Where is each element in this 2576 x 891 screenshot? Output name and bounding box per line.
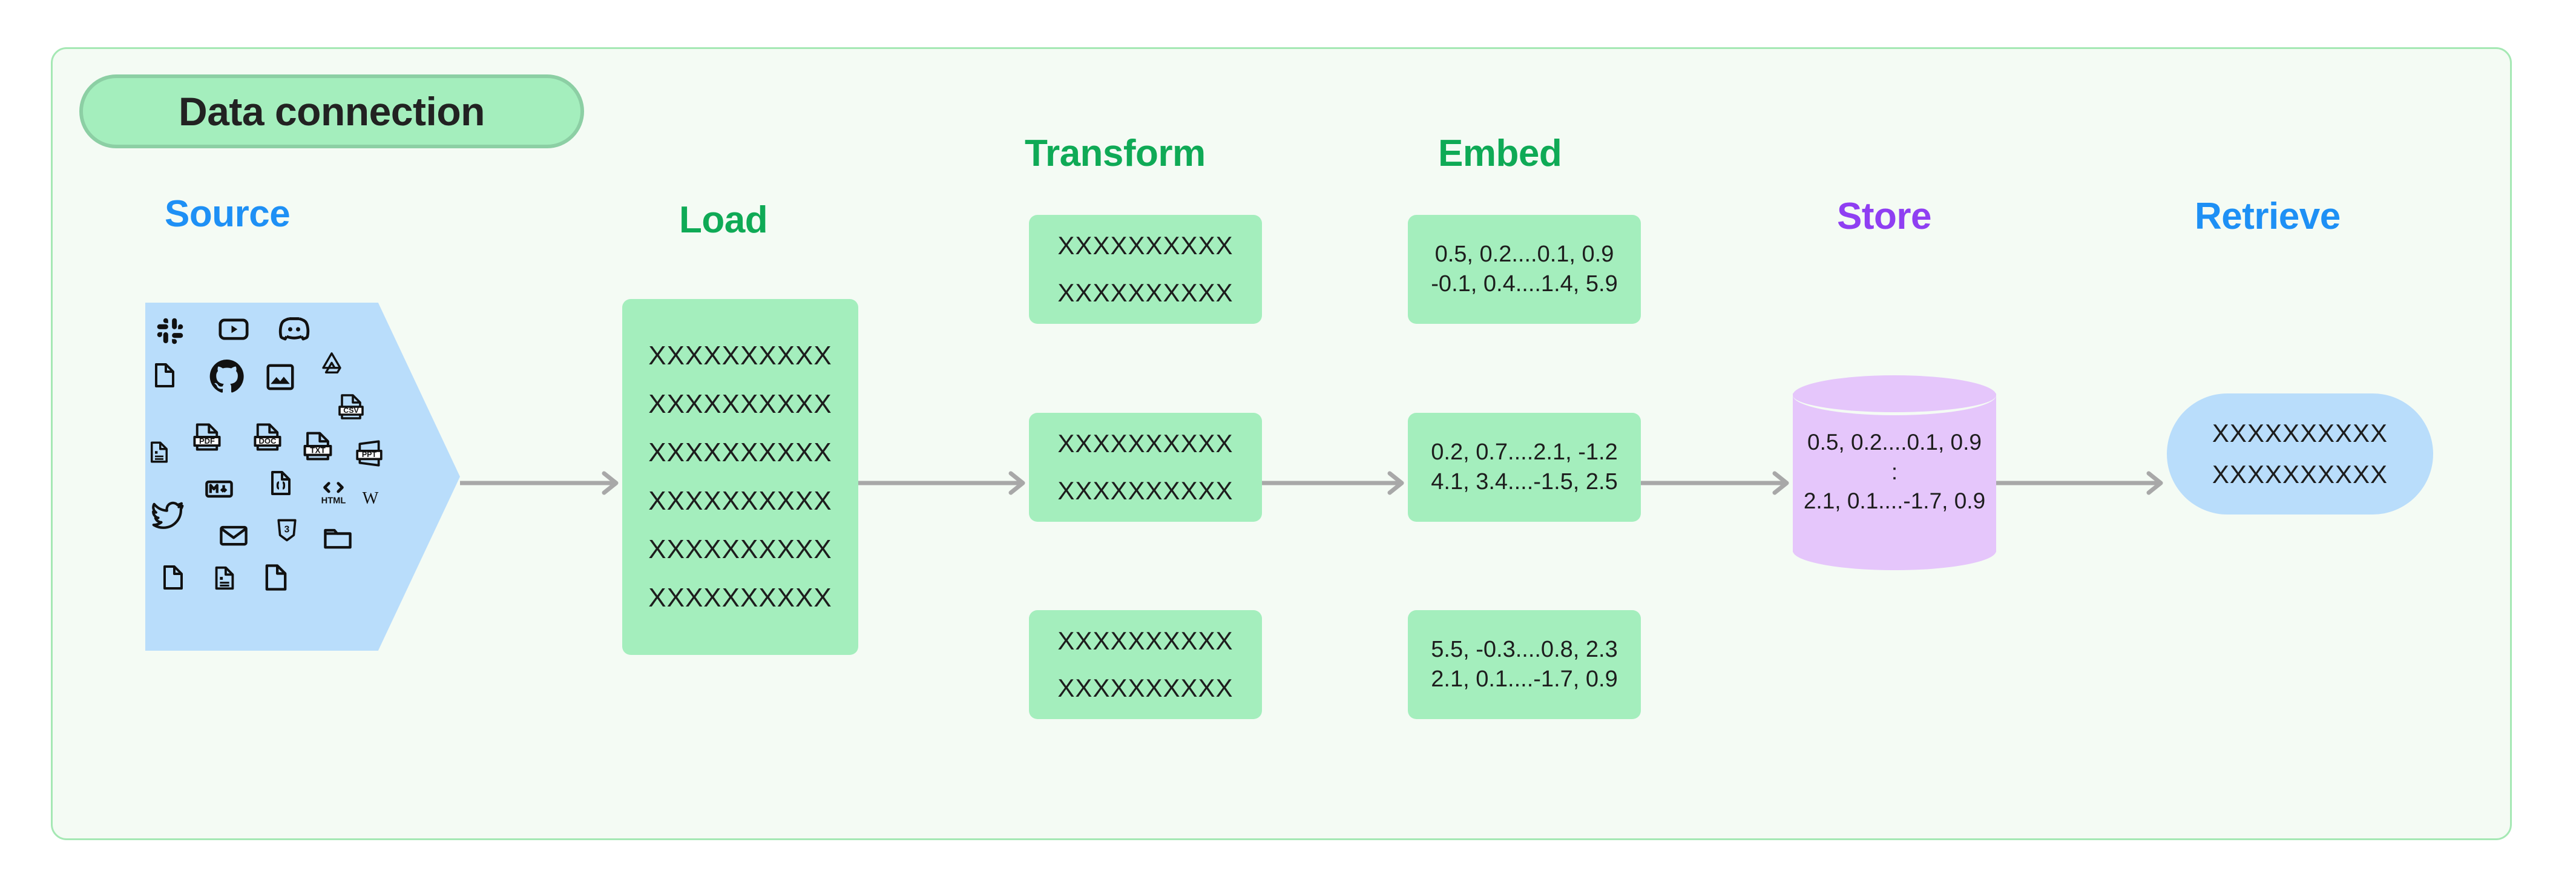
stage-heading-embed: Embed — [1438, 133, 1562, 174]
doc-file-icon: DOC — [252, 421, 283, 453]
stage-heading-retrieve: Retrieve — [2195, 196, 2341, 237]
html-icon: HTML — [316, 478, 351, 507]
load-line: XXXXXXXXXX — [648, 486, 832, 516]
transform-card: XXXXXXXXXX XXXXXXXXXX — [1029, 215, 1262, 324]
retrieve-line: XXXXXXXXXX — [2212, 419, 2388, 447]
youtube-icon — [217, 312, 251, 346]
cylinder-bottom-ellipse — [1793, 531, 1996, 570]
file-blank-icon — [260, 562, 292, 593]
ppt-file-icon: PPT — [354, 438, 384, 469]
stage-heading-transform: Transform — [1025, 133, 1206, 174]
flow-arrow — [1262, 465, 1408, 501]
document-lines-icon — [146, 439, 172, 465]
file-blank-icon — [159, 563, 188, 592]
store-cylinder: 0.5, 0.2....0.1, 0.9 : 2.1, 0.1....-1.7,… — [1793, 375, 1996, 570]
cylinder-top-ellipse — [1793, 375, 1996, 415]
wikipedia-icon: W — [357, 485, 384, 510]
flow-arrow — [1996, 465, 2167, 501]
load-line: XXXXXXXXXX — [648, 438, 832, 467]
page-title: Data connection — [179, 89, 485, 134]
store-line: 0.5, 0.2....0.1, 0.9 — [1807, 429, 1982, 455]
transform-line: XXXXXXXXXX — [1057, 429, 1234, 458]
embed-line: 0.2, 0.7....2.1, -1.2 — [1431, 439, 1618, 465]
google-drive-icon — [319, 350, 344, 375]
load-card: XXXXXXXXXX XXXXXXXXXX XXXXXXXXXX XXXXXXX… — [622, 299, 858, 655]
embed-line: -0.1, 0.4....1.4, 5.9 — [1431, 271, 1618, 297]
svg-text:3: 3 — [284, 525, 290, 535]
stage-heading-source: Source — [165, 193, 291, 235]
txt-file-icon: TXT — [301, 430, 334, 462]
stage-heading-load: Load — [679, 199, 768, 241]
embed-line: 0.5, 0.2....0.1, 0.9 — [1434, 242, 1614, 268]
svg-text:TXT: TXT — [310, 446, 326, 455]
retrieve-line: XXXXXXXXXX — [2212, 460, 2388, 488]
twitter-icon — [151, 499, 185, 533]
transform-line: XXXXXXXXXX — [1057, 278, 1234, 307]
flow-arrow — [460, 465, 622, 501]
flow-arrow — [1641, 465, 1793, 501]
email-icon — [218, 519, 249, 551]
diagram-frame — [51, 47, 2512, 840]
svg-text:PPT: PPT — [362, 450, 377, 459]
transform-line: XXXXXXXXXX — [1057, 674, 1234, 702]
load-line: XXXXXXXXXX — [648, 389, 832, 419]
slack-icon — [156, 317, 184, 345]
load-line: XXXXXXXXXX — [648, 534, 832, 564]
transform-line: XXXXXXXXXX — [1057, 476, 1234, 505]
code-braces-file-icon — [266, 469, 295, 498]
stage-heading-store: Store — [1837, 196, 1931, 237]
file-blank-icon — [150, 361, 179, 390]
svg-text:HTML: HTML — [321, 496, 346, 505]
load-line: XXXXXXXXXX — [648, 341, 832, 370]
document-lines-icon — [211, 564, 238, 592]
github-icon — [208, 357, 246, 396]
svg-text:W: W — [363, 489, 379, 508]
embed-card: 5.5, -0.3....0.8, 2.3 2.1, 0.1....-1.7, … — [1408, 610, 1641, 719]
flow-arrow — [858, 465, 1029, 501]
folder-icon — [321, 522, 355, 553]
title-pill: Data connection — [79, 74, 584, 148]
store-line: : — [1891, 459, 1898, 484]
markdown-icon — [203, 473, 235, 505]
load-line: XXXXXXXXXX — [648, 583, 832, 613]
cylinder-body — [1793, 393, 1996, 552]
transform-card: XXXXXXXXXX XXXXXXXXXX — [1029, 413, 1262, 522]
retrieve-shape: XXXXXXXXXX XXXXXXXXXX — [2167, 393, 2433, 515]
transform-line: XXXXXXXXXX — [1057, 626, 1234, 655]
embed-card: 0.2, 0.7....2.1, -1.2 4.1, 3.4....-1.5, … — [1408, 413, 1641, 522]
pdf-file-icon: PDF — [191, 421, 223, 453]
css3-icon: 3 — [274, 516, 300, 545]
image-icon — [264, 361, 297, 393]
svg-text:PDF: PDF — [199, 436, 215, 446]
source-icon-grid: CSV PDF DOC TXT PPT HTML W — [145, 303, 384, 651]
store-line: 2.1, 0.1....-1.7, 0.9 — [1803, 488, 1986, 514]
embed-line: 4.1, 3.4....-1.5, 2.5 — [1431, 469, 1618, 495]
transform-card: XXXXXXXXXX XXXXXXXXXX — [1029, 610, 1262, 719]
embed-card: 0.5, 0.2....0.1, 0.9 -0.1, 0.4....1.4, 5… — [1408, 215, 1641, 324]
embed-line: 2.1, 0.1....-1.7, 0.9 — [1431, 666, 1618, 692]
csv-file-icon: CSV — [337, 392, 366, 421]
store-text-block: 0.5, 0.2....0.1, 0.9 : 2.1, 0.1....-1.7,… — [1793, 375, 1996, 569]
svg-text:CSV: CSV — [343, 406, 359, 415]
transform-line: XXXXXXXXXX — [1057, 231, 1234, 260]
embed-line: 5.5, -0.3....0.8, 2.3 — [1431, 637, 1618, 663]
svg-text:DOC: DOC — [259, 436, 277, 446]
discord-icon — [277, 312, 311, 346]
